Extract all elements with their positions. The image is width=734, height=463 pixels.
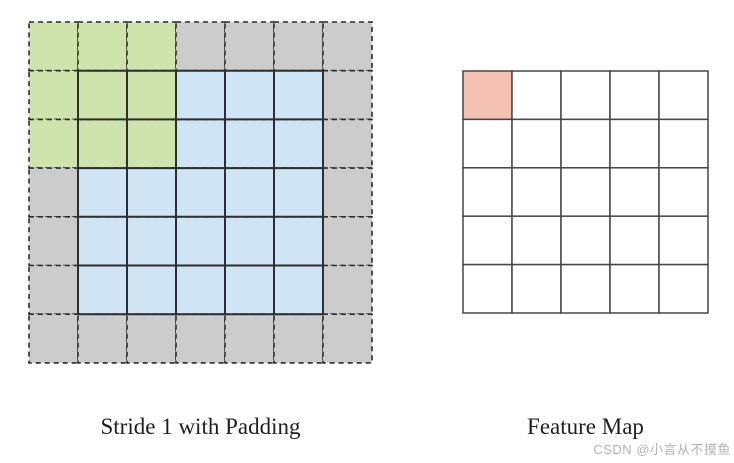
grid-cell [462, 118, 513, 169]
grid-cell [77, 264, 128, 315]
grid-cell [175, 118, 226, 169]
grid-cell [560, 167, 611, 217]
grid-cell [322, 264, 373, 315]
grid-cell [322, 69, 373, 121]
grid-cell [273, 69, 324, 121]
grid-cell [77, 118, 128, 169]
grid-cell [322, 118, 373, 169]
grid-cell [28, 118, 79, 169]
grid-cell [609, 263, 660, 314]
grid-cell [77, 21, 128, 72]
feature-map-grid [462, 70, 709, 314]
grid-cell [462, 167, 513, 217]
grid-cell [609, 118, 660, 169]
grid-cell [175, 215, 226, 267]
grid-cell [560, 215, 611, 266]
grid-cell [273, 167, 324, 218]
grid-cell [175, 21, 226, 72]
grid-cell [658, 215, 709, 266]
grid-cell [511, 215, 562, 266]
grid-cell [224, 313, 275, 364]
grid-cell [28, 313, 79, 364]
grid-cell [658, 70, 709, 121]
padded-input-grid [28, 21, 373, 364]
grid-cell [126, 313, 177, 364]
grid-cell [126, 118, 177, 169]
grid-cell [77, 167, 128, 218]
grid-cell [77, 215, 128, 267]
grid-cell [224, 118, 275, 169]
grid-cell [126, 21, 177, 72]
grid-cell [175, 264, 226, 315]
right-grid-caption: Feature Map [527, 414, 644, 439]
grid-cell [28, 69, 79, 121]
left-grid-caption: Stride 1 with Padding [100, 414, 301, 439]
grid-cell [224, 215, 275, 267]
csdn-watermark: CSDN @小言从不摸鱼 [593, 442, 731, 457]
grid-cell [273, 313, 324, 364]
grid-cell [273, 118, 324, 169]
grid-cell [560, 263, 611, 314]
grid-cell [462, 70, 513, 121]
grid-cell [609, 215, 660, 266]
grid-cell [511, 167, 562, 217]
grid-cell [322, 215, 373, 267]
grid-cell [28, 264, 79, 315]
grid-cell [511, 118, 562, 169]
grid-cell [175, 167, 226, 218]
grid-cell [609, 70, 660, 121]
grid-cell [511, 263, 562, 314]
grid-cell [28, 215, 79, 267]
grid-cell [658, 167, 709, 217]
grid-cell [224, 21, 275, 72]
grid-cell [560, 118, 611, 169]
grid-cell [175, 69, 226, 121]
grid-cell [224, 167, 275, 218]
grid-cell [224, 264, 275, 315]
grid-cell [560, 70, 611, 121]
grid-cell [28, 167, 79, 218]
grid-cell [77, 313, 128, 364]
grid-cell [322, 313, 373, 364]
grid-cell [462, 263, 513, 314]
grid-cell [273, 264, 324, 315]
grid-cell [609, 167, 660, 217]
grid-cell [511, 70, 562, 121]
grid-cell [322, 167, 373, 218]
grid-cell [126, 167, 177, 218]
grid-cell [126, 69, 177, 121]
grid-cell [126, 215, 177, 267]
grid-cell [28, 21, 79, 72]
grid-cell [658, 263, 709, 314]
grid-cell [658, 118, 709, 169]
grid-cell [126, 264, 177, 315]
grid-cell [273, 215, 324, 267]
grid-cell [322, 21, 373, 72]
grid-cell [462, 215, 513, 266]
grid-cell [273, 21, 324, 72]
grid-cell [175, 313, 226, 364]
grid-cell [77, 69, 128, 121]
grid-cell [224, 69, 275, 121]
